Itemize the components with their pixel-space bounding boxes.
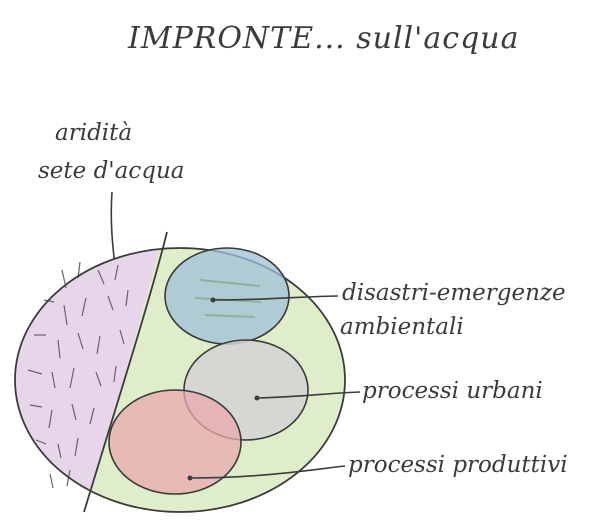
aridity-label: aridità: [55, 120, 132, 146]
disasters-label: disastri-emergenze: [342, 280, 566, 306]
environmental-label: ambientali: [340, 314, 464, 340]
productive-processes-label: processi produttivi: [348, 452, 568, 478]
blue-pointer-dot: [211, 298, 216, 303]
diagram-title: IMPRONTE... sull'acqua: [127, 21, 520, 56]
red-pointer-dot: [188, 476, 193, 481]
gray-pointer-dot: [255, 396, 260, 401]
thirst-label: sete d'acqua: [38, 158, 184, 184]
urban-processes-label: processi urbani: [362, 378, 543, 404]
